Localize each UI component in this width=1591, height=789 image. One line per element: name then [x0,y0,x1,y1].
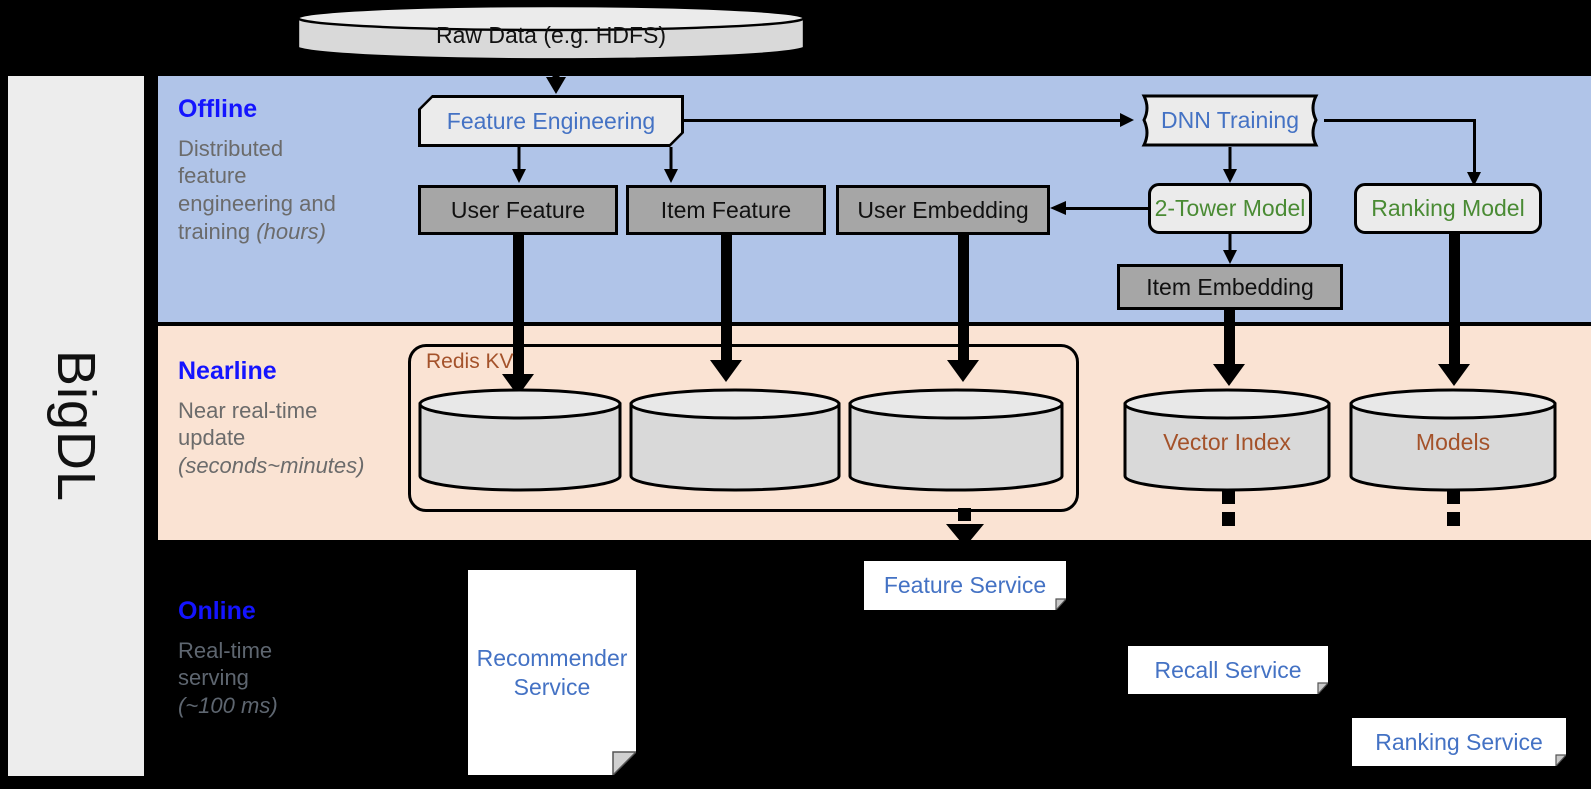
subtitle-line: Distributed [178,135,284,161]
node-feature-service[interactable]: Feature Service [864,561,1066,610]
store-cylinder-user-embedding[interactable] [848,388,1064,492]
cylinder-vector-index[interactable]: Vector Index [1123,388,1331,492]
vector-index-label: Vector Index [1163,429,1291,456]
arrowhead-pipe-user-embedding [947,360,979,382]
node-user-feature[interactable]: User Feature [418,185,618,235]
band-subtitle-offline: Distributed feature engineering and trai… [178,135,336,246]
node-item-feature[interactable]: Item Feature [626,185,826,235]
pipe-item-embedding [1224,309,1235,375]
store-cylinder-item-feature[interactable] [629,388,841,492]
arrowhead-pipe-vector-index [1213,364,1245,386]
band-subtitle-online: Real-time serving (~100 ms) [178,637,278,720]
arrow-rawdata-to-fe [546,60,566,94]
node-dnn-training[interactable]: DNN Training [1134,94,1326,147]
ranking-service-label: Ranking Service [1375,728,1543,755]
subtitle-line: engineering and [178,190,336,216]
dnn-training-label: DNN Training [1160,107,1300,133]
band-title-nearline: Nearline [178,357,277,385]
item-feature-label: Item Feature [660,196,792,223]
arrowhead-pipe-user-feature [502,374,534,396]
redis-kv-label: Redis KV [426,350,514,373]
dash-models-1 [1447,490,1460,504]
arrowhead-fe-to-dnn [1120,113,1134,127]
chamfer-border [418,95,684,147]
band-heading-online: Online Real-time serving (~100 ms) [178,597,278,720]
node-ranking-service[interactable]: Ranking Service [1352,718,1566,766]
line-dnn-to-ranking-v [1473,119,1476,181]
user-feature-label: User Feature [450,196,586,223]
raw-data-cylinder: Raw Data (e.g. HDFS) [296,4,806,62]
cylinder-models[interactable]: Models [1349,388,1557,492]
node-recommender-service[interactable]: Recommender Service [468,570,636,775]
document-shape [468,570,636,775]
node-two-tower-model[interactable]: 2-Tower Model [1148,183,1312,234]
band-heading-nearline: Nearline Near real-time update (seconds~… [178,357,364,480]
cylinder-shape [1349,388,1557,492]
arrowhead-pipe-models [1438,364,1470,386]
raw-data-label: Raw Data (e.g. HDFS) [435,22,667,49]
recommender-service-label: Recommender Service [476,645,628,700]
line-fe-to-dnn [684,119,1124,122]
ranking-model-label: Ranking Model [1371,195,1525,221]
pipe-item-feature [721,234,732,372]
arrow-fe-to-item-feature [664,147,678,183]
pipe-ranking-model [1449,234,1460,376]
arrowhead-twotower-to-userembedding [1050,201,1066,215]
subtitle-italic: (hours) [256,218,326,244]
subtitle-line: training [178,218,257,244]
subtitle-line: serving [178,665,249,691]
cylinder-shape [418,388,622,492]
arrow-fe-to-user-feature [512,147,526,183]
sidebar-label: BigDL [46,349,106,503]
subtitle-line: feature [178,163,247,189]
cylinder-shape [848,388,1064,492]
feature-engineering-label: Feature Engineering [446,107,656,134]
dash-feature-service-1 [958,508,971,521]
band-title-online: Online [178,597,256,625]
document-shape [1352,718,1566,766]
dash-vector-index-1 [1222,490,1235,504]
card-notch-shape [1141,94,1319,147]
arrow-dnn-to-twotower [1223,147,1237,183]
subtitle-line: Real-time [178,637,273,663]
feature-service-label: Feature Service [883,572,1047,599]
line-twotower-to-userembedding [1066,207,1150,210]
node-user-embedding[interactable]: User Embedding [836,185,1050,235]
recall-service-label: Recall Service [1154,656,1302,683]
two-tower-model-label: 2-Tower Model [1154,195,1306,221]
store-cylinder-user-feature[interactable] [418,388,622,492]
subtitle-line: update [178,425,246,451]
node-feature-engineering[interactable]: Feature Engineering [418,95,684,147]
band-title-offline: Offline [178,95,258,123]
subtitle-italic: (~100 ms) [178,692,278,718]
node-item-embedding[interactable]: Item Embedding [1117,264,1343,310]
document-shape [864,561,1066,610]
redis-kv-container [408,344,1079,512]
user-embedding-label: User Embedding [857,196,1029,223]
arrowhead-dnn-to-ranking [1467,172,1481,186]
subtitle-italic: (seconds~minutes) [178,452,365,478]
pipe-user-embedding [958,234,969,372]
models-label: Models [1415,429,1491,456]
sidebar-bigdl: BigDL [8,76,144,776]
band-heading-offline: Offline Distributed feature engineering … [178,95,336,246]
dash-models-2 [1447,512,1460,526]
node-ranking-model[interactable]: Ranking Model [1354,183,1542,234]
dash-vector-index-2 [1222,512,1235,526]
arrowhead-feature-service [946,524,984,547]
node-recall-service[interactable]: Recall Service [1128,646,1328,694]
line-dnn-to-ranking-h [1324,119,1476,122]
arrow-twotower-to-itemembedding [1223,234,1237,264]
pipe-user-feature [513,234,524,386]
arrowhead-pipe-item-feature [710,360,742,382]
document-shape [1128,646,1328,694]
cylinder-shape [296,4,806,61]
band-subtitle-nearline: Near real-time update (seconds~minutes) [178,397,364,480]
cylinder-shape [1123,388,1331,492]
item-embedding-label: Item Embedding [1146,273,1314,300]
cylinder-shape [629,388,841,492]
subtitle-line: Near real-time [178,397,318,423]
